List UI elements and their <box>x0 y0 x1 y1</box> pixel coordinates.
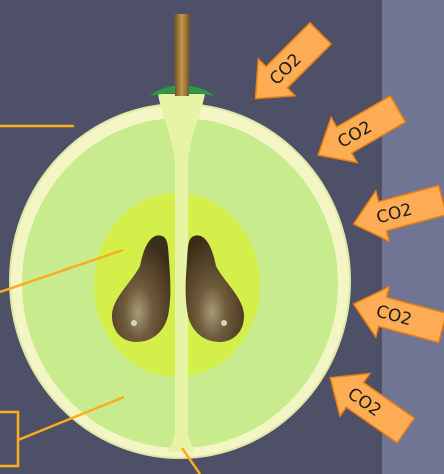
grape-stem <box>174 14 190 96</box>
seed-left-micropyle <box>131 320 137 326</box>
seed-right-micropyle <box>221 320 227 326</box>
co2-arrow-1: CO2 <box>237 15 339 117</box>
callout-bracket <box>0 412 18 466</box>
